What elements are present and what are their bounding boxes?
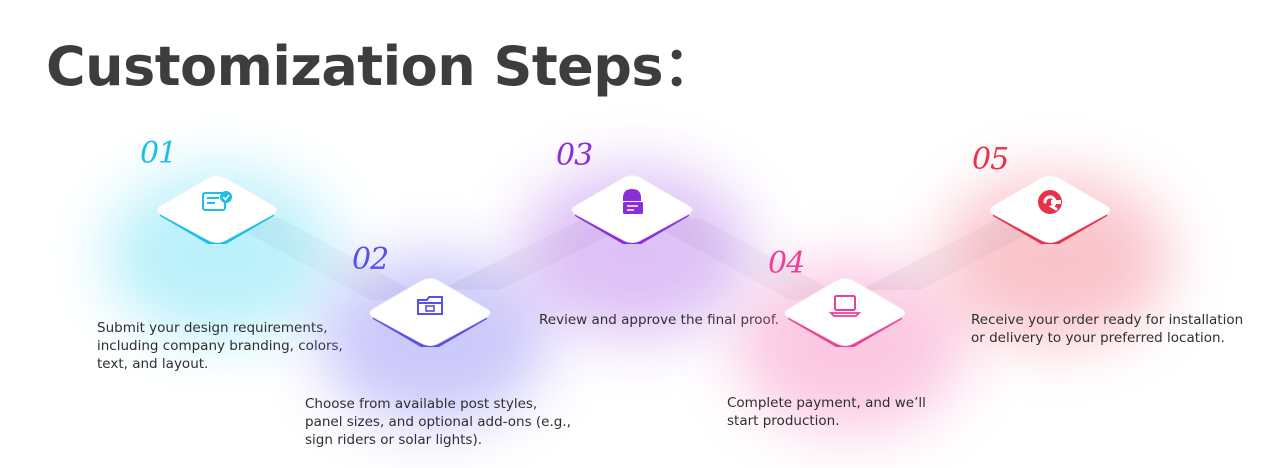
step-2-number: 02 — [352, 242, 389, 277]
step-3-number: 03 — [556, 138, 593, 173]
proof-approval-icon — [623, 189, 643, 214]
step-2-tile — [365, 275, 495, 347]
page-title: Customization Steps： — [46, 35, 717, 98]
folder-icon — [417, 296, 443, 315]
connector-1-2 — [220, 218, 430, 300]
step-1-tile — [152, 172, 282, 244]
step-4-description: Complete payment, and we’ll start produc… — [727, 395, 926, 429]
step-4-number: 04 — [768, 246, 805, 281]
step-1-number: 01 — [140, 136, 177, 171]
step-5-description: Receive your order ready for installatio… — [971, 312, 1244, 346]
wrench-circle-icon — [1038, 190, 1062, 214]
connector-2-3 — [440, 215, 650, 290]
laptop-icon — [828, 295, 862, 317]
step-2-description: Choose from available post styles, panel… — [305, 396, 571, 448]
step-3-tile — [567, 172, 697, 244]
step-4-tile — [780, 275, 910, 347]
connector-4-5 — [860, 215, 1065, 290]
document-form-icon — [202, 191, 232, 211]
step-5-number: 05 — [972, 142, 1009, 177]
step-5-tile — [985, 172, 1115, 244]
connector-3-4 — [640, 218, 850, 300]
step-1-description: Submit your design requirements, includi… — [97, 320, 343, 372]
step-3-description: Review and approve the final proof. — [539, 312, 779, 328]
